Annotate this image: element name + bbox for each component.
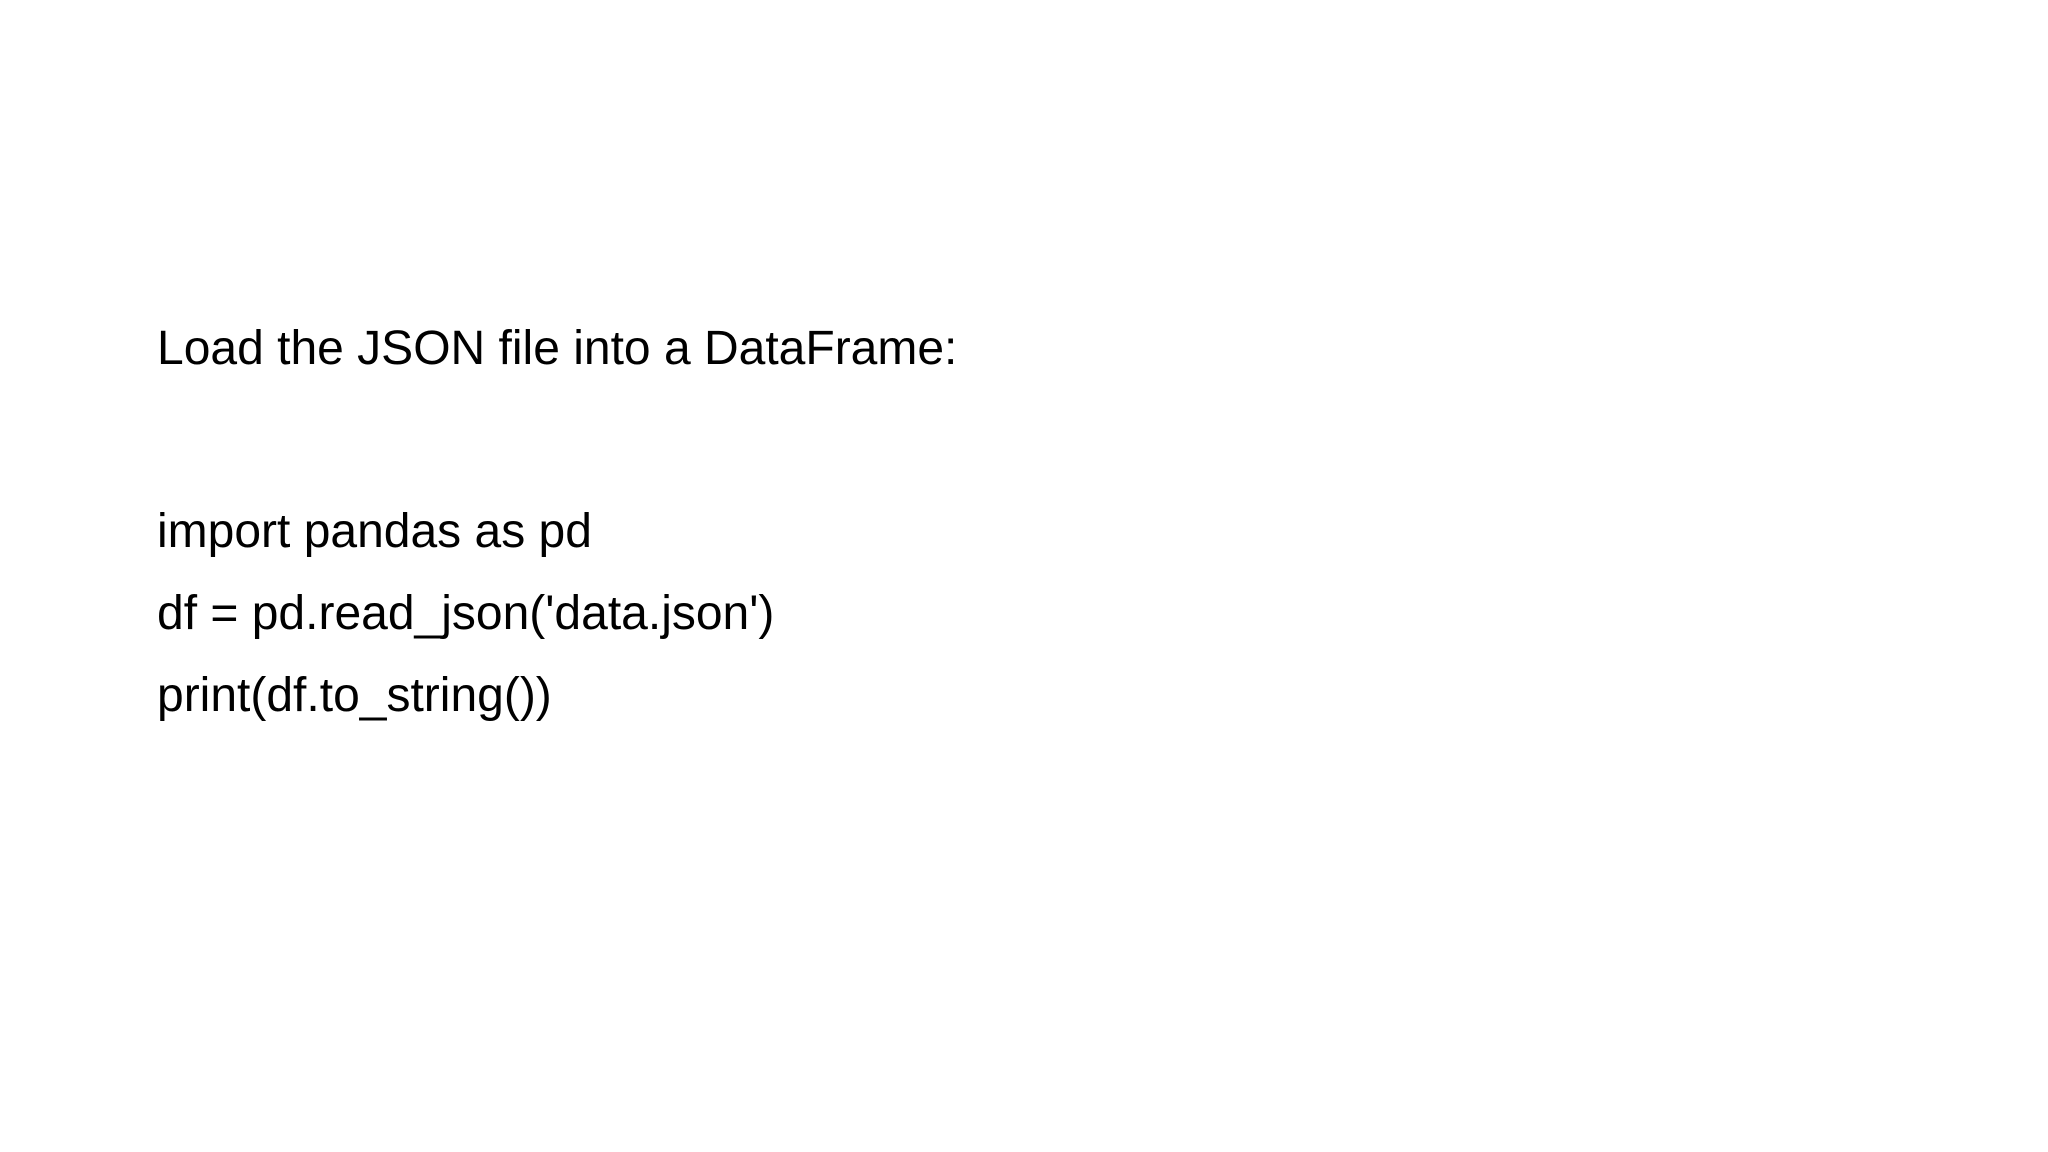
instruction-text: Load the JSON file into a DataFrame: — [157, 322, 958, 375]
content-block: Load the JSON file into a DataFrame: imp… — [157, 308, 1757, 737]
code-block: import pandas as pd df = pd.read_json('d… — [157, 491, 1757, 737]
code-line-import: import pandas as pd — [157, 505, 592, 558]
code-line-print: print(df.to_string()) — [157, 669, 552, 722]
code-line-read-json: df = pd.read_json('data.json') — [157, 587, 775, 640]
